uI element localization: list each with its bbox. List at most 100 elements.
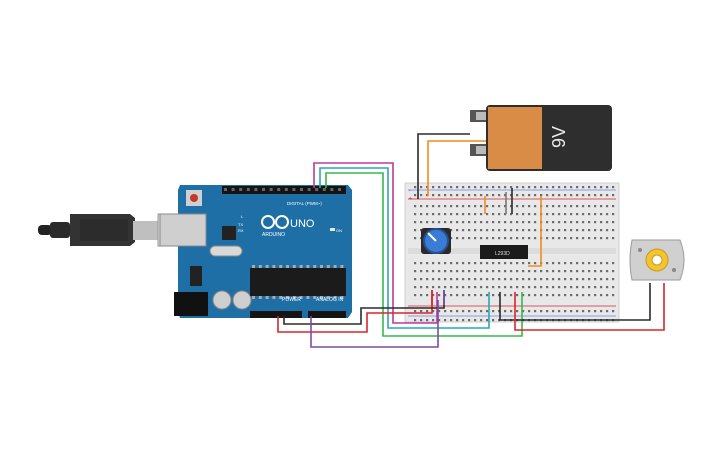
breadboard-hole[interactable] <box>528 221 531 224</box>
breadboard-hole[interactable] <box>450 270 453 273</box>
breadboard-hole[interactable] <box>594 221 597 224</box>
breadboard-hole[interactable] <box>498 237 501 240</box>
breadboard-hole[interactable] <box>444 194 447 197</box>
breadboard-hole[interactable] <box>612 205 615 208</box>
breadboard-hole[interactable] <box>552 278 555 281</box>
breadboard-hole[interactable] <box>438 213 441 216</box>
breadboard-hole[interactable] <box>492 194 495 197</box>
breadboard-hole[interactable] <box>486 310 489 313</box>
breadboard-hole[interactable] <box>432 221 435 224</box>
breadboard-hole[interactable] <box>588 262 591 265</box>
breadboard-hole[interactable] <box>528 229 531 232</box>
wire[interactable] <box>325 172 523 337</box>
breadboard-hole[interactable] <box>504 270 507 273</box>
breadboard-hole[interactable] <box>564 221 567 224</box>
breadboard-hole[interactable] <box>558 205 561 208</box>
breadboard-hole[interactable] <box>558 221 561 224</box>
breadboard-hole[interactable] <box>462 205 465 208</box>
breadboard-hole[interactable] <box>456 221 459 224</box>
breadboard-hole[interactable] <box>594 262 597 265</box>
breadboard-hole[interactable] <box>600 270 603 273</box>
breadboard-hole[interactable] <box>552 186 555 189</box>
breadboard-hole[interactable] <box>474 221 477 224</box>
breadboard-hole[interactable] <box>450 262 453 265</box>
breadboard-hole[interactable] <box>582 262 585 265</box>
breadboard-hole[interactable] <box>480 286 483 289</box>
breadboard-hole[interactable] <box>534 294 537 297</box>
breadboard-hole[interactable] <box>486 286 489 289</box>
breadboard-hole[interactable] <box>528 186 531 189</box>
breadboard-hole[interactable] <box>516 286 519 289</box>
breadboard-hole[interactable] <box>498 319 501 322</box>
breadboard-hole[interactable] <box>492 270 495 273</box>
breadboard-hole[interactable] <box>528 262 531 265</box>
breadboard-hole[interactable] <box>498 310 501 313</box>
breadboard-hole[interactable] <box>474 294 477 297</box>
breadboard-hole[interactable] <box>444 310 447 313</box>
breadboard-hole[interactable] <box>606 237 609 240</box>
breadboard-hole[interactable] <box>426 221 429 224</box>
breadboard-hole[interactable] <box>576 262 579 265</box>
breadboard-hole[interactable] <box>414 237 417 240</box>
breadboard-hole[interactable] <box>420 194 423 197</box>
power-header[interactable] <box>250 311 302 318</box>
breadboard-hole[interactable] <box>612 270 615 273</box>
breadboard-hole[interactable] <box>486 237 489 240</box>
breadboard-hole[interactable] <box>444 186 447 189</box>
breadboard-hole[interactable] <box>606 270 609 273</box>
breadboard-hole[interactable] <box>564 205 567 208</box>
breadboard-hole[interactable] <box>570 270 573 273</box>
breadboard-hole[interactable] <box>456 310 459 313</box>
breadboard-hole[interactable] <box>432 213 435 216</box>
breadboard-hole[interactable] <box>522 278 525 281</box>
breadboard-hole[interactable] <box>600 213 603 216</box>
breadboard-hole[interactable] <box>468 237 471 240</box>
breadboard-hole[interactable] <box>444 286 447 289</box>
breadboard-hole[interactable] <box>426 213 429 216</box>
digital-pin[interactable] <box>330 188 334 191</box>
arduino-uno-board[interactable]: UNO ARDUINO DIGITAL (PWM~) POWER ANALOG … <box>159 185 352 318</box>
breadboard-hole[interactable] <box>504 237 507 240</box>
breadboard-hole[interactable] <box>414 213 417 216</box>
breadboard-hole[interactable] <box>546 270 549 273</box>
breadboard-hole[interactable] <box>522 237 525 240</box>
breadboard-hole[interactable] <box>558 286 561 289</box>
breadboard-hole[interactable] <box>528 310 531 313</box>
breadboard-hole[interactable] <box>522 286 525 289</box>
breadboard-hole[interactable] <box>606 194 609 197</box>
breadboard-hole[interactable] <box>462 237 465 240</box>
breadboard-hole[interactable] <box>582 270 585 273</box>
breadboard-hole[interactable] <box>438 186 441 189</box>
breadboard-hole[interactable] <box>612 286 615 289</box>
breadboard-hole[interactable] <box>540 278 543 281</box>
breadboard-hole[interactable] <box>534 286 537 289</box>
breadboard-hole[interactable] <box>528 237 531 240</box>
breadboard-hole[interactable] <box>432 310 435 313</box>
breadboard-hole[interactable] <box>486 262 489 265</box>
breadboard-hole[interactable] <box>558 270 561 273</box>
breadboard-hole[interactable] <box>552 270 555 273</box>
breadboard-hole[interactable] <box>510 221 513 224</box>
breadboard-hole[interactable] <box>612 221 615 224</box>
breadboard-hole[interactable] <box>474 213 477 216</box>
breadboard-hole[interactable] <box>582 229 585 232</box>
breadboard-hole[interactable] <box>426 310 429 313</box>
battery-9v[interactable]: 9V <box>470 105 612 171</box>
breadboard-hole[interactable] <box>474 310 477 313</box>
breadboard-hole[interactable] <box>534 310 537 313</box>
breadboard-hole[interactable] <box>522 270 525 273</box>
breadboard-hole[interactable] <box>456 286 459 289</box>
breadboard-hole[interactable] <box>414 310 417 313</box>
breadboard-hole[interactable] <box>552 229 555 232</box>
reset-button-cap[interactable] <box>190 194 198 202</box>
breadboard-hole[interactable] <box>546 310 549 313</box>
breadboard-hole[interactable] <box>492 213 495 216</box>
digital-pin[interactable] <box>338 188 341 191</box>
breadboard-hole[interactable] <box>576 270 579 273</box>
breadboard-hole[interactable] <box>558 186 561 189</box>
breadboard-hole[interactable] <box>588 186 591 189</box>
breadboard-hole[interactable] <box>468 294 471 297</box>
breadboard-hole[interactable] <box>510 213 513 216</box>
breadboard-hole[interactable] <box>420 205 423 208</box>
breadboard-hole[interactable] <box>528 194 531 197</box>
